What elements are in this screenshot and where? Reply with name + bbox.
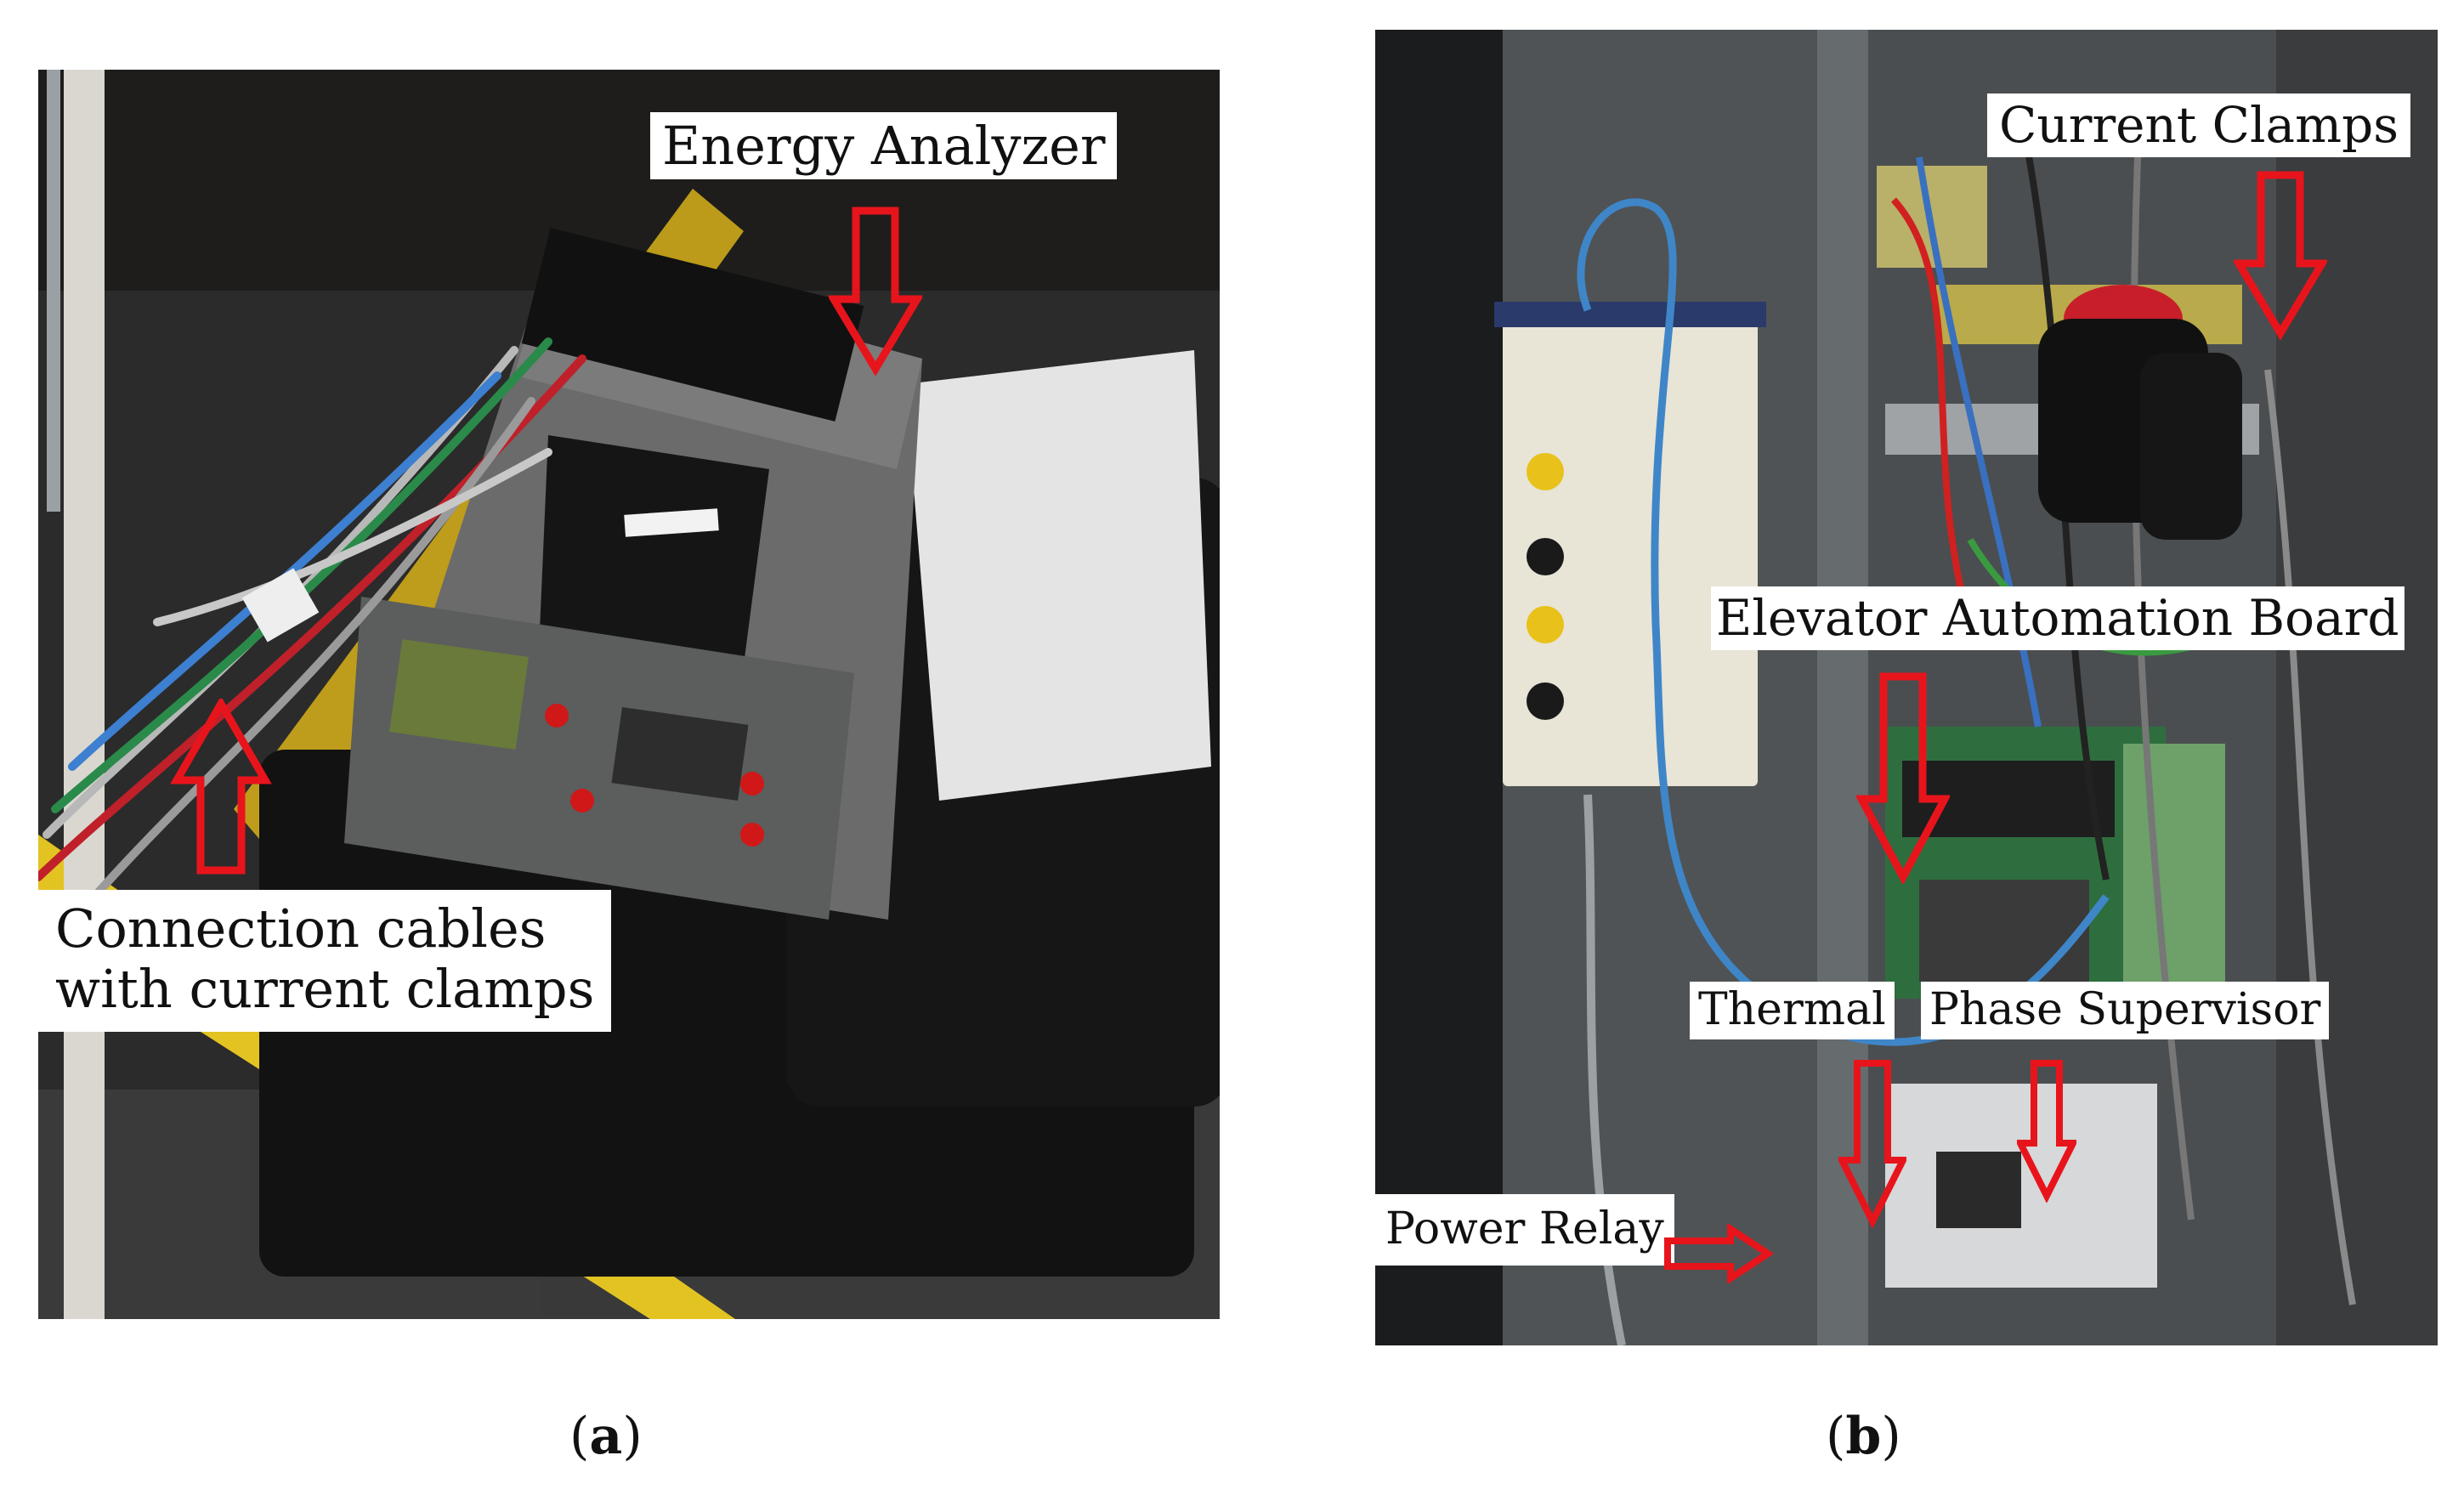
energy-analyzer-photo xyxy=(38,70,1220,1319)
label-thermal: Thermal xyxy=(1690,982,1895,1039)
caption-a: (a) xyxy=(569,1407,643,1466)
caption-a-letter: a xyxy=(589,1407,623,1466)
caption-b: (b) xyxy=(1826,1407,1901,1466)
arrow-right-icon xyxy=(1664,1224,1773,1283)
arrow-down-icon xyxy=(2234,171,2327,340)
arrow-down-icon xyxy=(1838,1060,1906,1228)
elevator-cabinet-photo xyxy=(1375,30,2438,1345)
label-connection-cables-line2: with current clamps xyxy=(55,958,595,1021)
label-power-relay: Power Relay xyxy=(1375,1194,1674,1266)
arrow-up-icon xyxy=(170,699,272,875)
label-energy-analyzer: Energy Analyzer xyxy=(650,112,1118,180)
arrow-down-icon xyxy=(1856,672,1950,884)
label-connection-cables-line1: Connection cables xyxy=(55,898,547,960)
photo-panel-a: Energy Analyzer Connection cables with c… xyxy=(38,70,1220,1319)
label-connection-cables: Connection cables with current clamps xyxy=(38,890,612,1032)
label-current-clamps: Current Clamps xyxy=(1987,93,2411,157)
caption-b-letter: b xyxy=(1845,1407,1882,1466)
label-elevator-automation-board: Elevator Automation Board xyxy=(1711,586,2405,650)
arrow-down-icon xyxy=(829,207,922,376)
label-phase-supervisor: Phase Supervisor xyxy=(1921,982,2330,1039)
arrow-down-icon xyxy=(2017,1060,2076,1203)
photo-panel-b: Current Clamps Elevator Automation Board… xyxy=(1375,30,2438,1345)
